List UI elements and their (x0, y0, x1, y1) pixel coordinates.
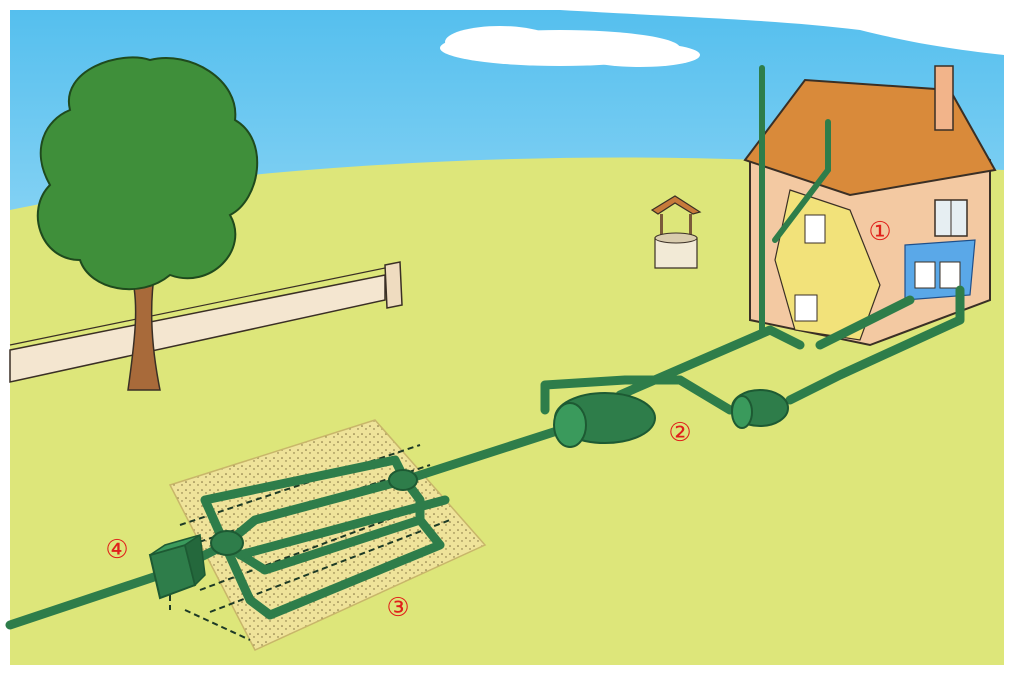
label-septic-tanks: ② (668, 418, 691, 448)
house (743, 65, 997, 347)
label-outlet-box: ④ (105, 535, 128, 565)
tree (36, 56, 259, 391)
well (650, 195, 702, 269)
distribution-box (210, 469, 418, 556)
outlet-box (148, 533, 206, 600)
septic-tank-main (553, 392, 656, 448)
septic-tank-secondary (731, 389, 789, 429)
garden-wall (9, 261, 403, 383)
label-infiltration-bed: ③ (386, 593, 409, 623)
label-house: ① (868, 217, 891, 247)
vent-pipes (759, 65, 831, 333)
diagram-labels: ① ② ③ ④ (105, 217, 891, 623)
clouds (440, 10, 1004, 67)
pipe-network (5, 285, 965, 630)
